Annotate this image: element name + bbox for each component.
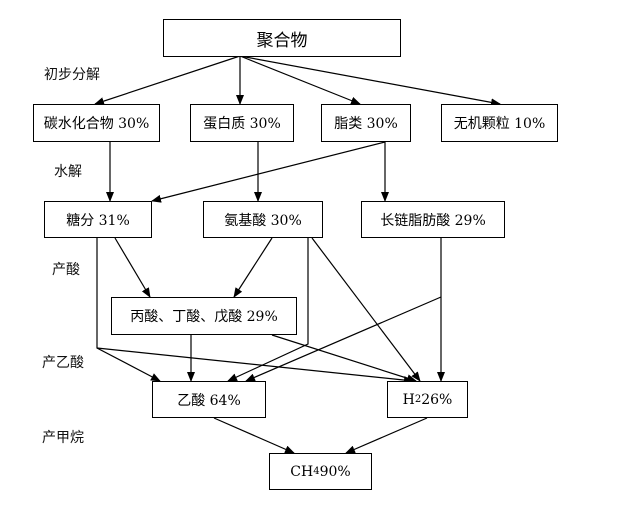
arrow-amino-acetic: [227, 238, 309, 382]
arrow-sugar-h2: [96, 347, 414, 385]
node-amino-acid: 氨基酸 30%: [203, 201, 323, 238]
stage-label-hydrolysis: 水解: [54, 164, 82, 180]
stage-label-acidogenesis: 产酸: [52, 262, 80, 278]
h2-prefix: H: [402, 391, 415, 408]
node-acetic-acid: 乙酸 64%: [152, 381, 266, 418]
stage-label-acetogenesis: 产乙酸: [42, 355, 84, 371]
arrow-polymer-lipid: [239, 55, 361, 105]
arrow-lipid-sugar: [151, 141, 386, 203]
node-carbohydrate: 碳水化合物 30%: [33, 104, 160, 142]
arrow-polymer-inorganic: [239, 55, 501, 107]
ch4-subscript: 4: [313, 466, 320, 477]
node-polymer: 聚合物: [163, 19, 401, 57]
ch4-prefix: CH: [290, 463, 314, 480]
stage-label-initial: 初步分解: [44, 67, 100, 83]
arrow-h2-ch4: [345, 417, 428, 454]
arrow-polymer-carbohydrate: [94, 55, 241, 105]
arrow-vfa-h2: [271, 334, 417, 383]
h2-subscript: 2: [414, 394, 422, 405]
node-vfa: 丙酸、丁酸、戊酸 29%: [111, 297, 297, 335]
arrow-amino-h2: [311, 237, 421, 382]
node-lipid: 脂类 30%: [321, 104, 411, 142]
node-sugar: 糖分 31%: [44, 201, 152, 238]
node-fatty-acid: 长链脂肪酸 29%: [361, 201, 505, 238]
arrow-acetic-ch4: [213, 417, 295, 454]
arrow-sugar-vfa: [114, 237, 151, 298]
arrow-amino-vfa: [233, 237, 273, 298]
stage-label-methanogenesis: 产甲烷: [42, 430, 84, 446]
h2-percent: 26%: [421, 391, 453, 408]
ch4-percent: 90%: [319, 463, 351, 480]
node-protein: 蛋白质 30%: [190, 104, 294, 142]
node-inorganic: 无机颗粒 10%: [441, 104, 558, 142]
